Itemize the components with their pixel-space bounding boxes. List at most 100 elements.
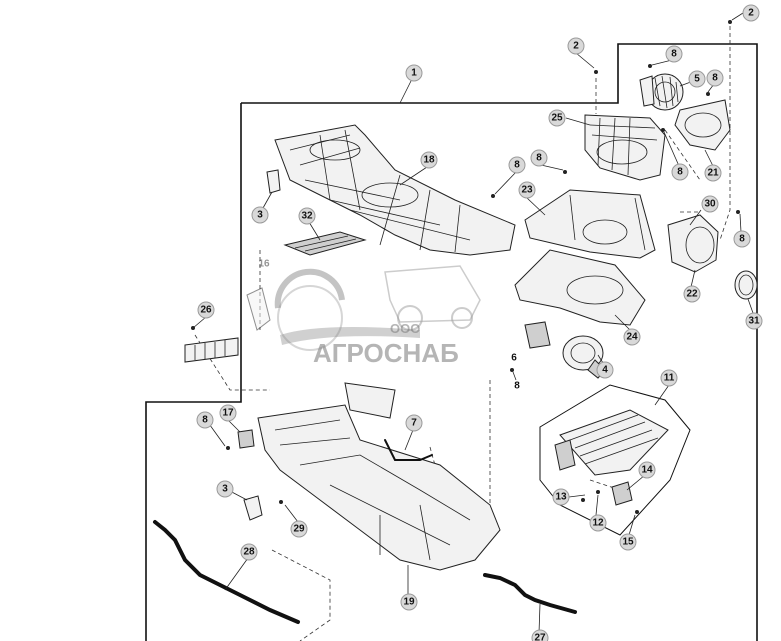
svg-text:8: 8	[712, 73, 718, 84]
callout-8f: 8	[733, 230, 751, 248]
svg-text:15: 15	[622, 537, 634, 548]
callout-22: 22	[683, 285, 701, 303]
actuator-part	[237, 429, 255, 449]
watermark-prefix: ООО	[390, 321, 420, 336]
callout-32: 32	[298, 207, 316, 225]
callout-11: 11	[660, 369, 678, 387]
svg-text:18: 18	[423, 155, 435, 166]
svg-text:3: 3	[257, 210, 263, 221]
upper-housing-part	[274, 124, 516, 256]
callout-7: 7	[405, 414, 423, 432]
callout-13: 13	[552, 488, 570, 506]
callout-28: 28	[240, 543, 258, 561]
svg-text:3: 3	[222, 484, 228, 495]
callout-17: 17	[219, 404, 237, 422]
callout-8g: 8	[196, 411, 214, 429]
svg-text:2: 2	[748, 8, 754, 19]
svg-text:24: 24	[626, 332, 638, 343]
svg-text:8: 8	[671, 49, 677, 60]
svg-text:26: 26	[200, 305, 212, 316]
lower-case-part	[257, 382, 501, 571]
watermark-logo: ООО АГРОСНАБ	[274, 265, 481, 368]
middle-blower-housing	[524, 189, 656, 259]
clip-part-upper	[266, 169, 281, 194]
bracket-part	[246, 287, 271, 331]
svg-text:16: 16	[258, 259, 270, 270]
svg-text:8: 8	[202, 415, 208, 426]
blower-upper-housing	[584, 114, 666, 181]
ring-housing-part	[674, 99, 731, 151]
callout-24: 24	[623, 328, 641, 346]
callout-8a: 8	[665, 45, 683, 63]
gasket-ring-inner	[738, 274, 754, 296]
callout-8d: 8	[508, 156, 526, 174]
callout-21: 21	[704, 164, 722, 182]
callout-5: 5	[688, 70, 706, 88]
callout-2b: 2	[742, 4, 760, 22]
callout-6: 6	[511, 353, 517, 364]
callout-26: 26	[197, 301, 215, 319]
callout-8c: 8	[671, 163, 689, 181]
filter-part	[283, 231, 367, 256]
svg-text:6: 6	[511, 353, 517, 364]
svg-text:23: 23	[521, 185, 533, 196]
resistor-part	[524, 321, 551, 349]
svg-text:11: 11	[664, 373, 675, 384]
svg-text:21: 21	[707, 168, 719, 179]
svg-text:28: 28	[243, 547, 255, 558]
callout-30: 30	[701, 195, 719, 213]
svg-text:4: 4	[602, 365, 608, 376]
callout-27: 27	[531, 629, 549, 641]
lower-blower-housing	[514, 249, 646, 326]
callout-25: 25	[548, 109, 566, 127]
svg-text:8: 8	[677, 167, 683, 178]
left-hose-part	[153, 520, 300, 624]
callout-19: 19	[400, 593, 418, 611]
callout-2a: 2	[567, 37, 585, 55]
svg-text:27: 27	[534, 633, 546, 641]
svg-text:19: 19	[403, 597, 415, 608]
fan-wheel-part	[639, 73, 684, 111]
callout-16: 16	[258, 259, 270, 270]
svg-text:25: 25	[551, 113, 563, 124]
callout-1: 1	[405, 64, 423, 82]
svg-text:31: 31	[748, 316, 760, 327]
assembly-frame	[145, 43, 758, 641]
gasket-ring-part	[734, 270, 758, 300]
svg-text:13: 13	[555, 492, 567, 503]
svg-text:5: 5	[694, 74, 700, 85]
callout-18: 18	[420, 151, 438, 169]
callout-23: 23	[518, 181, 536, 199]
svg-text:1: 1	[411, 68, 417, 79]
callout-31: 31	[745, 312, 763, 330]
svg-text:30: 30	[704, 199, 716, 210]
watermark-brand: АГРОСНАБ	[313, 338, 459, 368]
callout-8b: 8	[706, 69, 724, 87]
svg-text:14: 14	[641, 465, 653, 476]
svg-text:7: 7	[411, 418, 417, 429]
svg-text:17: 17	[222, 408, 234, 419]
svg-text:2: 2	[573, 41, 579, 52]
callout-29: 29	[290, 520, 308, 538]
callout-4: 4	[596, 361, 614, 379]
callout-3a: 3	[251, 206, 269, 224]
svg-text:12: 12	[592, 518, 604, 529]
right-hose-part	[483, 573, 577, 614]
sensor-strip-part	[184, 337, 239, 363]
clip-part-lower	[243, 495, 263, 521]
drain-tube-part	[384, 439, 433, 461]
svg-text:22: 22	[686, 289, 698, 300]
callout-14: 14	[638, 461, 656, 479]
svg-text:8: 8	[739, 234, 745, 245]
svg-text:8: 8	[514, 381, 520, 392]
callout-8e: 8	[530, 149, 548, 167]
svg-text:29: 29	[293, 524, 305, 535]
outlet-housing-part	[667, 214, 719, 273]
callout-3b: 3	[216, 480, 234, 498]
callout-15: 15	[619, 533, 637, 551]
evaporator-inset	[539, 384, 691, 536]
svg-text:8: 8	[514, 160, 520, 171]
svg-text:8: 8	[536, 153, 542, 164]
callout-12: 12	[589, 514, 607, 532]
callout-8h: 8	[514, 381, 520, 392]
